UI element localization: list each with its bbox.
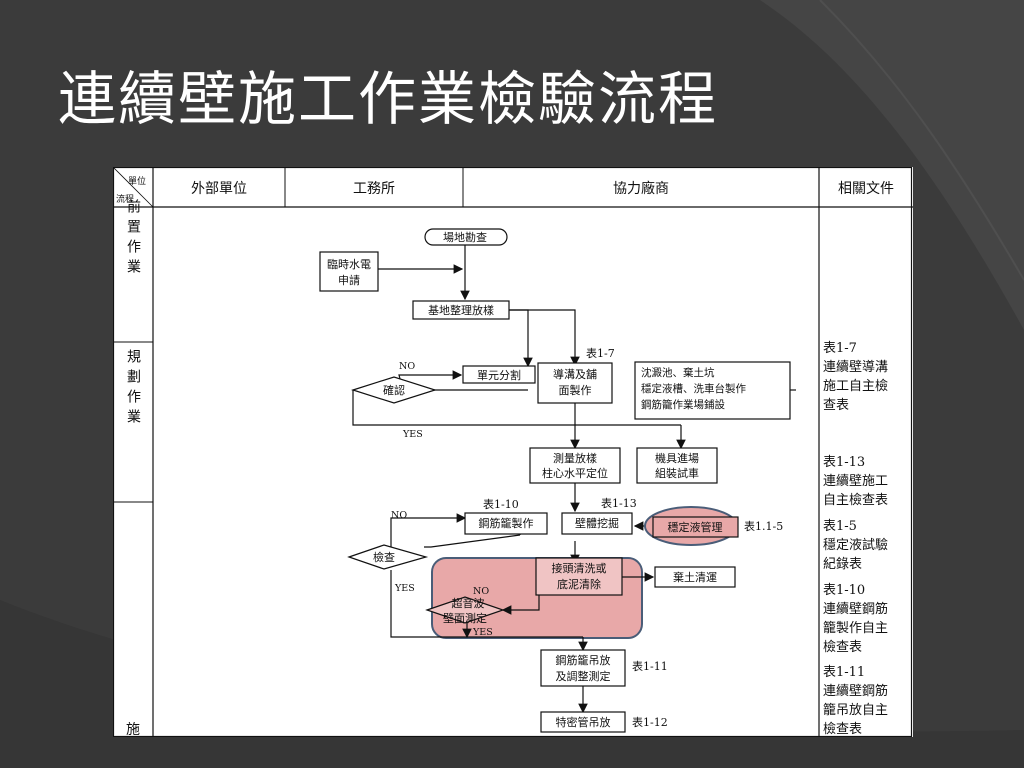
doc-5-line-3: 籠吊放自主 (823, 702, 888, 718)
column-header-external: 外部單位 (191, 181, 247, 197)
doc-4-line-4: 檢查表 (823, 639, 862, 655)
text-settling-1: 沈澱池、棄土坑 (641, 366, 715, 379)
text-confirm: 確認 (383, 383, 405, 397)
flowchart-svg: 單位 流程 外部單位 工務所 協力廠商 相關文件 前置作業 規劃作業 施 (113, 167, 913, 737)
text-clean-1: 接頭清洗或 (552, 562, 607, 575)
node-survey-layout (529, 447, 621, 484)
node-site-survey (424, 228, 508, 246)
node-joint-cleaning (535, 557, 623, 596)
phase-label-preparation: 前置作業 (125, 198, 141, 279)
doc-4-line-3: 籠製作自主 (823, 620, 888, 636)
node-confirm-decision (351, 376, 437, 404)
doc-5-line-2: 連續壁鋼筋 (823, 683, 888, 699)
ref-table-1-13: 表1-13 (601, 496, 637, 510)
node-guide-trench (537, 362, 613, 404)
ref-table-1-10: 表1-10 (483, 497, 519, 511)
node-fluid-mgmt (652, 516, 739, 538)
text-machine-1: 機具進場 (655, 451, 699, 465)
doc-1-line-2: 連續壁導溝 (823, 360, 888, 375)
text-survey-2: 柱心水平定位 (542, 466, 608, 480)
text-excavation: 壁體挖掘 (575, 516, 619, 530)
phase-label-planning: 規劃作業 (125, 349, 141, 429)
doc-1-line-4: 查表 (823, 398, 849, 413)
doc-2-line-1: 表1-13 (823, 455, 865, 470)
node-temp-power (319, 251, 379, 292)
text-spoil: 棄土清運 (673, 570, 717, 584)
node-cage-hoisting (540, 649, 626, 687)
text-sonic-2: 壁面測定 (443, 611, 487, 625)
doc-2-line-3: 自主檢查表 (823, 492, 888, 508)
doc-1-line-1: 表1-7 (823, 341, 857, 356)
text-site-survey: 場地勘查 (443, 230, 487, 244)
text-guide-trench-1: 導溝及舖 (553, 367, 597, 381)
ref-table-1-7: 表1-7 (586, 346, 615, 360)
column-header-contractor: 協力廠商 (613, 180, 669, 197)
doc-3-line-3: 紀錄表 (823, 557, 862, 572)
label-yes-2: YES (394, 583, 415, 594)
node-excavation (561, 512, 633, 535)
corner-unit-label: 單位 (128, 175, 146, 187)
text-fluid-mgmt: 穩定液管理 (668, 520, 723, 534)
label-no-1: NO (399, 361, 415, 372)
text-hoist-1: 鋼筋籠吊放 (556, 653, 611, 667)
ref-table-1-1-5: 表1.1-5 (744, 519, 783, 533)
text-survey-1: 測量放樣 (553, 451, 597, 465)
text-tremie: 特密管吊放 (556, 715, 611, 729)
label-no-2: NO (391, 510, 407, 521)
table-grid (113, 167, 913, 737)
corner-flow-label: 流程 (116, 193, 134, 205)
ref-table-1-11: 表1-11 (632, 659, 668, 673)
node-spoil-removal (654, 566, 736, 588)
doc-5-line-4: 檢查表 (823, 721, 862, 737)
flowchart-document: 單位 流程 外部單位 工務所 協力廠商 相關文件 前置作業 規劃作業 施 (113, 167, 913, 737)
doc-4-line-2: 連續壁鋼筋 (823, 601, 888, 617)
node-cage-making (464, 512, 548, 535)
text-temp-power-1: 臨時水電 (327, 258, 371, 271)
text-hoist-2: 及調整測定 (556, 669, 611, 683)
doc-4-line-1: 表1-10 (823, 583, 865, 598)
text-guide-trench-2: 面製作 (559, 383, 592, 397)
doc-2-line-2: 連續壁施工 (823, 474, 888, 489)
text-unit-split: 單元分割 (477, 368, 521, 382)
node-site-leveling (412, 300, 510, 320)
column-header-documents: 相關文件 (838, 181, 894, 197)
text-site-leveling: 基地整理放樣 (428, 303, 494, 317)
text-machine-2: 組裝試車 (655, 466, 699, 480)
text-cage-make: 鋼筋籠製作 (479, 516, 534, 530)
label-yes-1: YES (402, 429, 423, 440)
node-settling-pit (634, 361, 791, 420)
node-unit-split (462, 365, 536, 384)
text-temp-power-2: 申請 (338, 273, 360, 287)
doc-3-line-2: 穩定液試驗 (823, 537, 888, 553)
ref-table-1-12: 表1-12 (632, 715, 668, 729)
node-tremie (540, 711, 626, 733)
node-sonic-decision (425, 596, 505, 624)
text-sonic-1: 超音波 (452, 596, 485, 610)
text-inspect: 檢查 (373, 550, 395, 564)
text-settling-3: 鋼筋籠作業場鋪設 (641, 398, 725, 411)
doc-3-line-1: 表1-5 (823, 519, 857, 534)
text-clean-2: 底泥清除 (557, 577, 601, 591)
doc-5-line-1: 表1-11 (823, 665, 865, 680)
column-header-site-office: 工務所 (353, 181, 395, 197)
doc-1-line-3: 施工自主檢 (823, 378, 888, 394)
flow-connectors (352, 244, 796, 714)
slide-title: 連續壁施工作業檢驗流程 (58, 65, 719, 133)
phase-label-construction: 施 (126, 722, 140, 737)
label-yes-3: YES (472, 627, 493, 638)
label-no-3: NO (473, 586, 489, 597)
node-machine-entry (636, 447, 718, 484)
node-inspect-decision (347, 544, 429, 570)
text-settling-2: 穩定液槽、洗車台製作 (641, 382, 746, 395)
